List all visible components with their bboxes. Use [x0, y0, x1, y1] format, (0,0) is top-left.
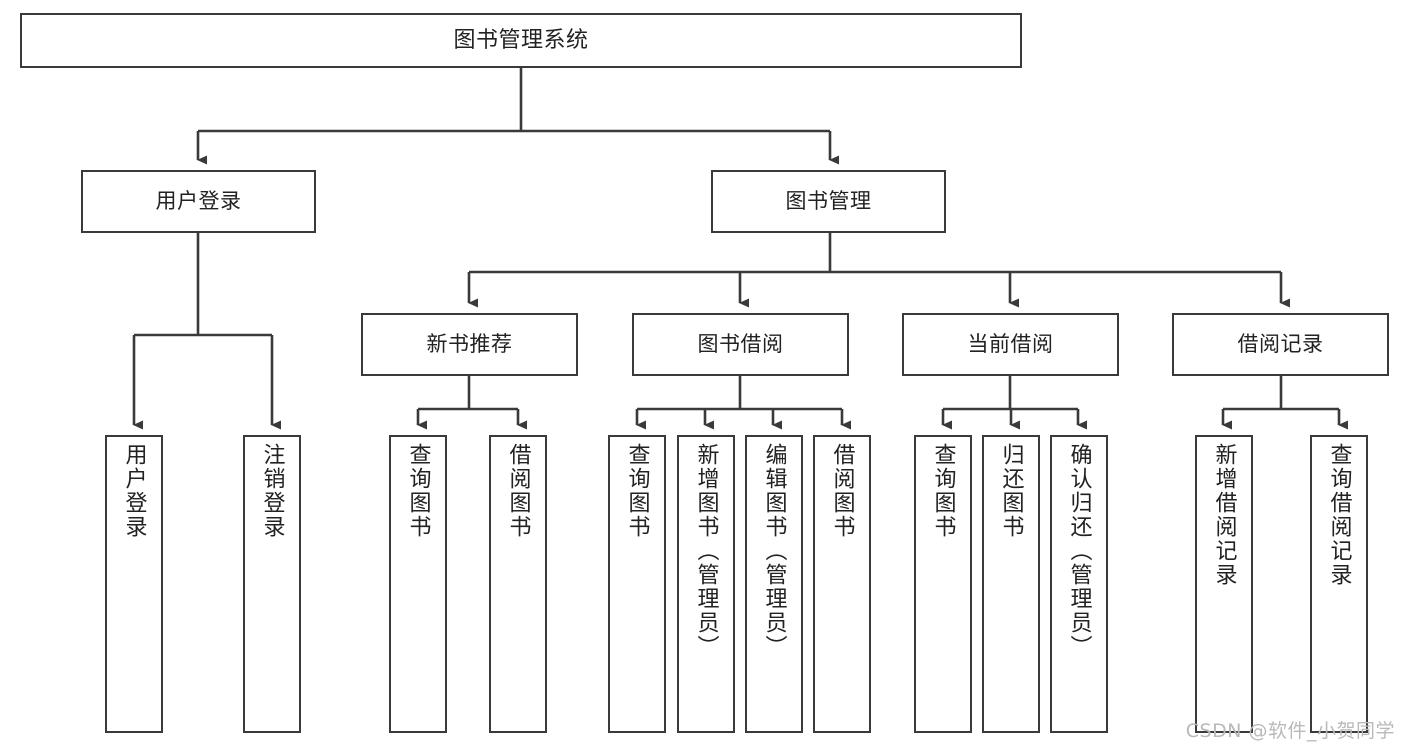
leaf-book-borrow-edit-label: 编辑图书（管理员）: [761, 443, 787, 659]
leaf-book-borrow-add[interactable]: 新增图书（管理员）: [677, 435, 735, 733]
leaf-book-borrow-lend[interactable]: 借阅图书: [813, 435, 871, 733]
leaf-borrow-record-query-label: 查询借阅记录: [1326, 443, 1352, 587]
leaf-current-borrow-confirm-label: 确认归还（管理员）: [1066, 443, 1092, 659]
node-borrow-record[interactable]: 借阅记录: [1172, 313, 1389, 376]
leaf-borrow-record-add-label: 新增借阅记录: [1211, 443, 1237, 587]
leaf-book-borrow-lend-label: 借阅图书: [829, 443, 855, 539]
node-root-system-label: 图书管理系统: [453, 27, 589, 53]
node-borrow-record-label: 借阅记录: [1237, 332, 1324, 357]
leaf-current-borrow-confirm[interactable]: 确认归还（管理员）: [1050, 435, 1108, 733]
node-user-login[interactable]: 用户登录: [81, 170, 316, 233]
leaf-borrow-record-query[interactable]: 查询借阅记录: [1310, 435, 1368, 733]
node-current-borrow[interactable]: 当前借阅: [902, 313, 1119, 376]
watermark-text: CSDN @软件_小贺同学: [1185, 720, 1395, 742]
leaf-book-borrow-query[interactable]: 查询图书: [608, 435, 666, 733]
leaf-current-borrow-return[interactable]: 归还图书: [982, 435, 1040, 733]
leaf-new-book-borrow-label: 借阅图书: [505, 443, 531, 539]
node-book-borrow[interactable]: 图书借阅: [632, 313, 849, 376]
node-new-book-recommend-label: 新书推荐: [426, 332, 513, 357]
node-book-manage-label: 图书管理: [785, 189, 872, 214]
leaf-user-login-signout-label: 注销登录: [259, 443, 285, 539]
node-root-system[interactable]: 图书管理系统: [20, 13, 1022, 68]
leaf-current-borrow-return-label: 归还图书: [998, 443, 1024, 539]
leaf-book-borrow-edit[interactable]: 编辑图书（管理员）: [745, 435, 803, 733]
node-new-book-recommend[interactable]: 新书推荐: [361, 313, 578, 376]
leaf-new-book-borrow[interactable]: 借阅图书: [489, 435, 547, 733]
leaf-book-borrow-add-label: 新增图书（管理员）: [693, 443, 719, 659]
leaf-new-book-query[interactable]: 查询图书: [389, 435, 447, 733]
leaf-borrow-record-add[interactable]: 新增借阅记录: [1195, 435, 1253, 733]
leaf-user-login-signout[interactable]: 注销登录: [243, 435, 301, 733]
leaf-current-borrow-query[interactable]: 查询图书: [914, 435, 972, 733]
node-book-borrow-label: 图书借阅: [697, 332, 784, 357]
leaf-new-book-query-label: 查询图书: [405, 443, 431, 539]
leaf-user-login-signin-label: 用户登录: [121, 443, 147, 539]
leaf-user-login-signin[interactable]: 用户登录: [105, 435, 163, 733]
node-book-manage[interactable]: 图书管理: [711, 170, 946, 233]
leaf-current-borrow-query-label: 查询图书: [930, 443, 956, 539]
node-user-login-label: 用户登录: [155, 189, 242, 214]
leaf-book-borrow-query-label: 查询图书: [624, 443, 650, 539]
node-current-borrow-label: 当前借阅: [967, 332, 1054, 357]
